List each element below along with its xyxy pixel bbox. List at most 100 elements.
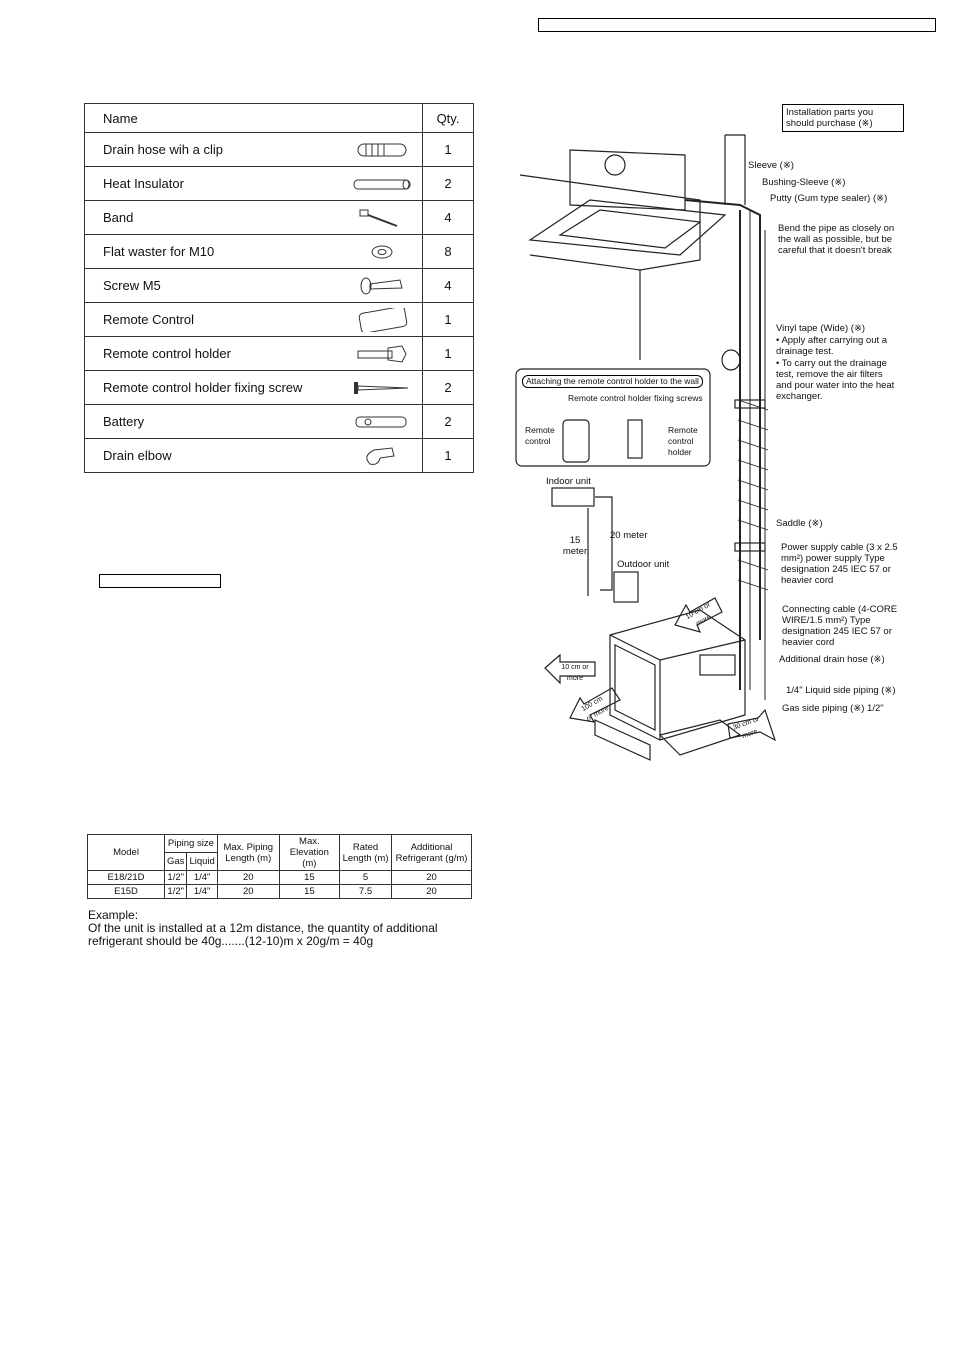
label-sleeve: Sleeve (※) [748, 160, 794, 171]
outdoor-unit [609, 609, 746, 741]
label-vinyl-tape: Vinyl tape (Wide) (※) [776, 323, 866, 334]
accessory-cell: Heat Insulator [84, 166, 423, 201]
table-row: Flat waster for M10 8 [84, 234, 474, 269]
cell-max-length: 20 [216, 884, 280, 899]
remote-holder-icon [357, 344, 407, 363]
cassette-panel [528, 199, 727, 256]
accessory-qty: 1 [422, 438, 474, 473]
cell-rated-length: 7.5 [338, 884, 393, 899]
accessory-cell: Flat waster for M10 [84, 234, 423, 269]
installation-diagram [515, 134, 777, 761]
label-additional-drain: Additional drain hose (※) [779, 654, 885, 665]
cell-model: E15D [87, 884, 165, 899]
header-qty: Qty. [422, 103, 474, 133]
accessory-cell: Screw M5 [84, 268, 423, 303]
drain-elbow-icon [366, 446, 395, 465]
purchase-note: Installation parts you should purchase (… [782, 104, 904, 132]
accessory-cell: Remote control holder fixing screw [84, 370, 423, 405]
accessory-qty: 2 [422, 404, 474, 439]
accessory-qty: 1 [422, 132, 474, 167]
heat-insulator-icon [353, 179, 411, 189]
accessory-name: Flat waster for M10 [103, 244, 215, 259]
header-max-elevation: Max. Elevation (m) [278, 834, 340, 871]
label-remote-holder: Remote control holder [668, 425, 698, 457]
accessory-name: Drain hose wih a clip [103, 142, 223, 157]
accessory-name: Band [103, 210, 134, 225]
table-row: Heat Insulator 2 [84, 166, 474, 201]
table-row: E15D 1/2" 1/4" 20 15 7.5 20 [87, 884, 472, 899]
cell-gas: 1/2" [163, 870, 188, 885]
cell-max-elevation: 15 [278, 870, 340, 885]
cell-rated-length: 5 [338, 870, 393, 885]
header-model: Model [87, 834, 165, 871]
accessory-qty: 2 [422, 166, 474, 201]
label-outdoor-unit: Outdoor unit [617, 559, 670, 570]
accessory-qty: 2 [422, 370, 474, 405]
cell-model: E18/21D [87, 870, 165, 885]
accessory-cell: Drain elbow [84, 438, 423, 473]
accessory-qty: 1 [422, 336, 474, 371]
cell-liquid: 1/4" [186, 870, 218, 885]
accessory-qty: 1 [422, 302, 474, 337]
label-attach-title: Attaching the remote control holder to t… [522, 375, 703, 388]
accessory-name: Remote control holder fixing screw [103, 380, 303, 395]
label-putty: Putty (Gum type sealer) (※) [770, 193, 888, 204]
accessory-cell: Band [84, 200, 423, 235]
header-liquid: Liquid [186, 852, 218, 871]
label-bend-note: Bend the pipe as closely on the wall as … [778, 223, 895, 256]
band-icon [359, 209, 398, 227]
cell-gas: 1/2" [163, 884, 188, 899]
table-row: Band 4 [84, 200, 474, 235]
accessory-cell: Remote Control [84, 302, 423, 337]
accessory-qty: 8 [422, 234, 474, 269]
remote-inset [515, 368, 711, 467]
table-row: Screw M5 4 [84, 268, 474, 303]
screw-icon [360, 277, 403, 294]
label-bushing: Bushing-Sleeve (※) [762, 177, 846, 188]
label-liquid-piping: 1/4" Liquid side piping (※) [786, 685, 896, 696]
accessory-qty: 4 [422, 200, 474, 235]
accessory-name: Screw M5 [103, 278, 161, 293]
wall-top [725, 134, 746, 205]
table-row: Drain elbow 1 [84, 438, 474, 473]
table-row: Battery 2 [84, 404, 474, 439]
cell-additional: 20 [391, 884, 472, 899]
battery-icon [355, 416, 407, 427]
cell-additional: 20 [391, 870, 472, 885]
label-indoor-unit: Indoor unit [546, 476, 591, 487]
drain-hose-icon [357, 143, 407, 156]
accessory-cell: Drain hose wih a clip [84, 132, 423, 167]
table-row: E18/21D 1/2" 1/4" 20 15 5 20 [87, 870, 472, 885]
example-line-1: Of the unit is installed at a 12m distan… [88, 921, 438, 935]
label-fixing-screws: Remote control holder fixing screws [568, 393, 703, 403]
accessory-name: Drain elbow [103, 448, 172, 463]
table-row: Remote control holder fixing screw 2 [84, 370, 474, 405]
piping-table: Model Piping size Max. Piping Length (m)… [87, 834, 472, 899]
accessory-name: Battery [103, 414, 145, 429]
accessory-qty: 4 [422, 268, 474, 303]
label-vinyl-bullet-1: • Apply after carrying out a drainage te… [776, 335, 888, 357]
table-header-row: Name Qty. [84, 103, 474, 133]
label-gas-piping: Gas side piping (※) 1/2" [782, 703, 884, 714]
accessory-cell: Battery [84, 404, 423, 439]
clearance-left: 10 cm or more [561, 664, 589, 682]
label-15-meter: 15 meter [562, 535, 588, 557]
accessory-name: Heat Insulator [103, 176, 184, 191]
header-piping-size: Piping size [164, 834, 218, 853]
label-remote-control: Remote control [525, 425, 555, 446]
section-label-box [99, 574, 221, 588]
header-max-piping: Max. Piping Length (m) [216, 834, 280, 871]
header-rated-length: Rated Length (m) [338, 834, 393, 871]
header-additional-refrigerant: Additional Refrigerant (g/m) [391, 834, 472, 871]
fixing-screw-icon [354, 381, 409, 394]
header-box [538, 18, 936, 32]
example-title: Example: [88, 908, 139, 922]
indoor-unit-body [569, 149, 686, 211]
cell-liquid: 1/4" [186, 884, 218, 899]
example-line-2: refrigerant should be 40g.......(12-10)m… [88, 934, 374, 948]
example-text: Example: Of the unit is installed at a 1… [88, 909, 438, 948]
remote-control-icon [358, 307, 408, 332]
